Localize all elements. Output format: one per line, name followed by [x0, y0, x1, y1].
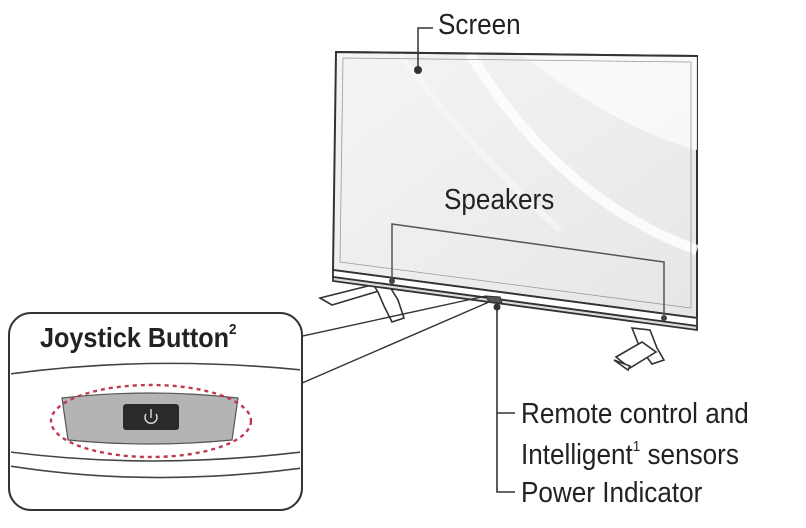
speakers-bracket	[391, 223, 665, 318]
speaker-right-dot	[661, 315, 667, 321]
intelligent-text: Intelligent	[521, 439, 633, 471]
remote-label-line2: Intelligent1 sensors	[521, 438, 739, 471]
joystick-bump	[485, 295, 503, 304]
remote-label-line1: Remote control and	[521, 398, 749, 430]
speakers-label: Speakers	[444, 184, 555, 216]
joystick-title: Joystick Button2	[40, 321, 237, 353]
tv-screen-panel	[331, 50, 699, 320]
bottom-bezel	[332, 268, 698, 332]
highlight-ellipse	[49, 383, 253, 459]
joystick-footnote: 2	[229, 321, 237, 338]
power-icon	[144, 409, 158, 424]
speaker-left-dot	[389, 278, 395, 284]
intelligent-footnote: 1	[632, 438, 641, 455]
power-indicator-label: Power Indicator	[521, 477, 703, 509]
sensors-text: sensors	[640, 439, 739, 471]
sensor-leader	[496, 307, 515, 493]
screen-leader	[417, 27, 433, 70]
joystick-label: Joystick Button	[40, 322, 230, 353]
callout-closeup	[11, 362, 300, 479]
stand-right	[613, 327, 666, 372]
screen-label: Screen	[438, 9, 521, 41]
